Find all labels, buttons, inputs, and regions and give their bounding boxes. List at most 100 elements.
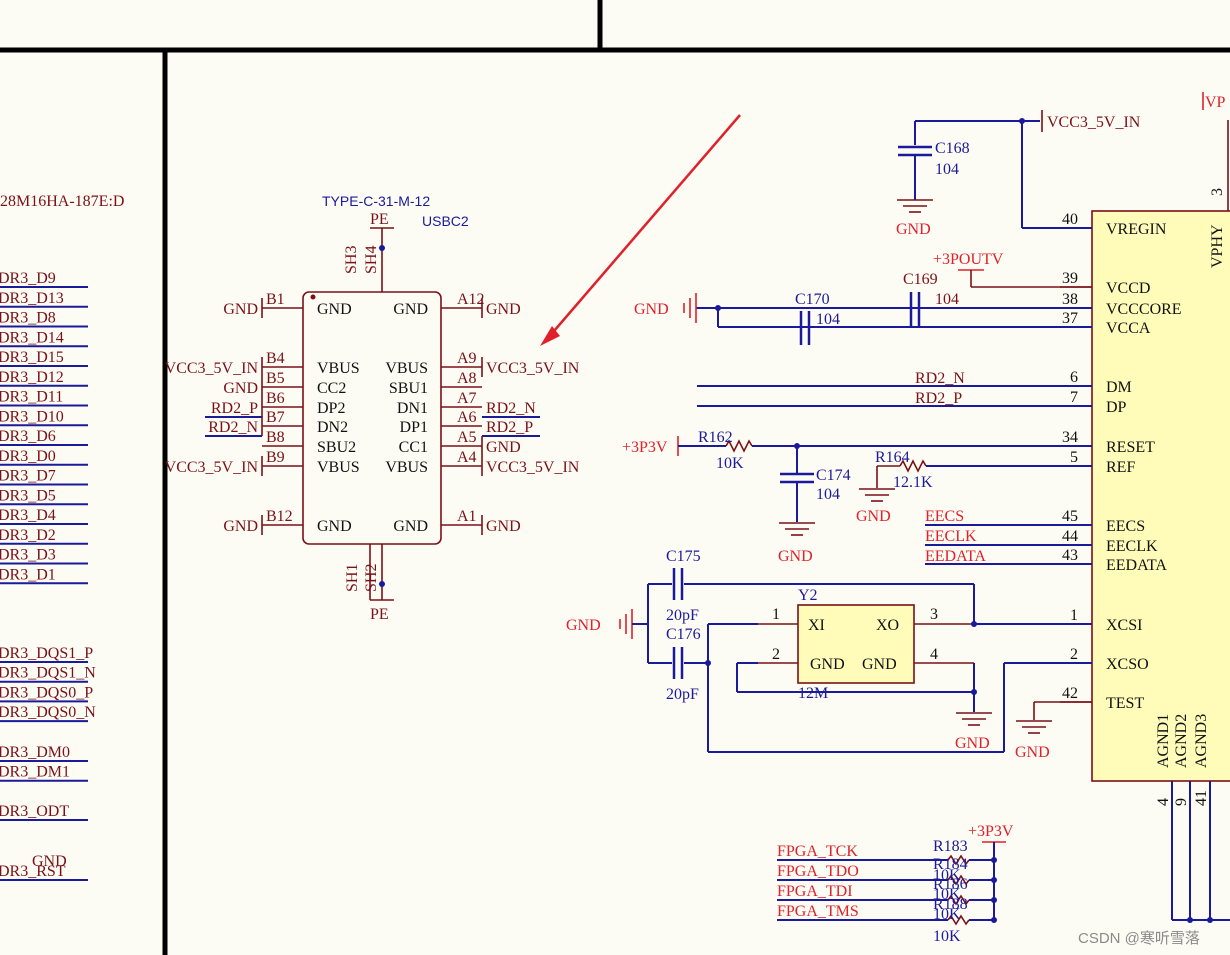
usbc-right-pin-name: VBUS bbox=[385, 459, 428, 476]
r162-val: 10K bbox=[716, 455, 744, 472]
usbc-sh3: SH3 bbox=[343, 246, 360, 274]
ic-pin-number: 1 bbox=[1070, 607, 1078, 624]
c175-val: 20pF bbox=[666, 607, 699, 624]
usbc-left-pin-num: B1 bbox=[266, 291, 285, 308]
dm-dp-section: RD2_N RD2_P bbox=[697, 370, 1092, 407]
usbc-sh2: SH2 bbox=[363, 564, 380, 592]
left-net-label: DR3_D11 bbox=[0, 389, 63, 406]
usbc-right-net: GND bbox=[486, 439, 521, 456]
ic-pin3-num: 3 bbox=[1209, 188, 1226, 196]
usbc-left-pin-num: B12 bbox=[266, 508, 293, 525]
c176-val: 20pF bbox=[666, 686, 699, 703]
ic-vp-net: VP bbox=[1205, 94, 1226, 111]
usbc-left-pin-name: GND bbox=[317, 518, 352, 535]
gnd-test-label: GND bbox=[1015, 744, 1050, 761]
ic-pin-number: 38 bbox=[1062, 291, 1078, 308]
left-net-label: DR3_ODT bbox=[0, 803, 69, 820]
gnd-symbol-r164 bbox=[859, 488, 895, 502]
ic-pin-number: 7 bbox=[1070, 389, 1078, 406]
ic-pin-name: XCSI bbox=[1106, 617, 1142, 634]
gnd-crystal-label: GND bbox=[566, 617, 601, 634]
jtag-net-label: FPGA_TDI bbox=[777, 883, 853, 900]
left-net-label: DR3_D6 bbox=[0, 428, 56, 445]
left-net-label: DR3_D0 bbox=[0, 448, 56, 465]
c175-ref: C175 bbox=[666, 548, 701, 565]
jtag-resistor bbox=[947, 914, 970, 926]
usbc-left-net: VCC3_5V_IN bbox=[165, 459, 259, 476]
y2-xo: XO bbox=[876, 617, 899, 634]
left-net-label: DR3_D14 bbox=[0, 329, 64, 346]
ic-bottom-pin-name: AGND1 bbox=[1155, 714, 1172, 768]
gnd-symbol-y2 bbox=[956, 712, 992, 726]
left-net-label: DR3_D13 bbox=[0, 290, 64, 307]
usbc-left-net: RD2_P bbox=[211, 400, 258, 417]
usbc-right-pin-name: DP1 bbox=[400, 419, 428, 436]
vregin-section: VCC3_5V_IN C168 104 GND bbox=[896, 110, 1141, 238]
ic-pin-name: REF bbox=[1106, 459, 1135, 476]
ic-pin-name: VCCCORE bbox=[1106, 301, 1182, 318]
r164-ref: R164 bbox=[875, 449, 910, 466]
gnd-c170-label: GND bbox=[634, 301, 669, 318]
usbc-right-net: GND bbox=[486, 518, 521, 535]
c176-ref: C176 bbox=[666, 626, 701, 643]
gnd-c174-label: GND bbox=[778, 548, 813, 565]
gnd-symbol-crystal bbox=[619, 609, 633, 639]
ic-pin-name: EEDATA bbox=[1106, 557, 1167, 574]
usbc-right-pin-num: A6 bbox=[457, 409, 477, 426]
left-net-label: DR3_D10 bbox=[0, 408, 64, 425]
y2-body bbox=[797, 604, 915, 684]
jtag-resistor bbox=[947, 894, 970, 906]
usbc-right-pin-num: A1 bbox=[457, 508, 477, 525]
jtag-net-label: FPGA_TCK bbox=[777, 843, 858, 860]
jtag-val-3: 10K bbox=[933, 906, 961, 923]
gnd-c168-label: GND bbox=[896, 221, 931, 238]
y2-pin4: 4 bbox=[930, 646, 938, 663]
jtag-resistor bbox=[947, 874, 970, 886]
usbc-right-net: GND bbox=[486, 301, 521, 318]
c170-ref: C170 bbox=[795, 291, 830, 308]
gnd-r164-label: GND bbox=[856, 508, 891, 525]
ic-pin-number: 34 bbox=[1062, 429, 1078, 446]
left-gnd-label: GND bbox=[32, 853, 67, 870]
ic-pin-number: 6 bbox=[1070, 369, 1078, 386]
y2-xi: XI bbox=[808, 617, 825, 634]
jtag-supply: +3P3V bbox=[968, 823, 1014, 840]
c169-val: 104 bbox=[935, 291, 959, 308]
gnd-symbol-c170 bbox=[683, 293, 697, 323]
jtag-net-label: FPGA_TDO bbox=[777, 863, 859, 880]
usb-c-connector: TYPE-C-31-M-12 PE USBC2 SH3 SH4 B1GNDGND… bbox=[165, 193, 580, 623]
usbc-body bbox=[302, 291, 442, 545]
ic-body bbox=[1091, 210, 1230, 782]
ic-pin-name: VREGIN bbox=[1106, 221, 1167, 238]
usbc-right-pin-num: A8 bbox=[457, 370, 477, 387]
gnd-symbol-test bbox=[1016, 720, 1052, 734]
left-net-label: DR3_D8 bbox=[0, 310, 56, 327]
r164-val: 12.1K bbox=[893, 474, 933, 491]
ic-pin-name: EECLK bbox=[1106, 538, 1158, 555]
usbc-pe-bottom: PE bbox=[370, 606, 389, 623]
ic-pin-name: VCCA bbox=[1106, 320, 1151, 337]
left-net-label: DR3_D12 bbox=[0, 369, 64, 386]
y2-ref: Y2 bbox=[798, 587, 818, 604]
gnd-symbol-c168 bbox=[897, 199, 933, 213]
ic-pin-name: TEST bbox=[1106, 695, 1144, 712]
usbc-left-pin-name: DP2 bbox=[317, 400, 345, 417]
usbc-part-label: TYPE-C-31-M-12 bbox=[322, 193, 430, 209]
ic-pin-number: 42 bbox=[1062, 685, 1078, 702]
usbc-right-pin-name: VBUS bbox=[385, 360, 428, 377]
ic-pin-number: 37 bbox=[1062, 310, 1078, 327]
ic-bottom-pin-number: 4 bbox=[1155, 798, 1172, 806]
jtag-val-2: 10K bbox=[933, 886, 961, 903]
ic-bottom-pin-number: 9 bbox=[1173, 798, 1190, 806]
left-net-label: DR3_DM0 bbox=[0, 744, 70, 761]
ic-pin-number: 43 bbox=[1062, 547, 1078, 564]
usbc-sh1: SH1 bbox=[344, 564, 361, 592]
reset-ref-section: +3P3V R162 10K C174 104 GND R164 12.1K G bbox=[622, 429, 1092, 565]
usbc-left-pin-num: B4 bbox=[266, 350, 285, 367]
usbc-left-pin-name: SBU2 bbox=[317, 439, 356, 456]
eeclk-net: EECLK bbox=[925, 528, 977, 545]
jtag-resistor bbox=[947, 854, 970, 866]
y2-gnd2: GND bbox=[862, 656, 897, 673]
c174-ref: C174 bbox=[816, 467, 851, 484]
